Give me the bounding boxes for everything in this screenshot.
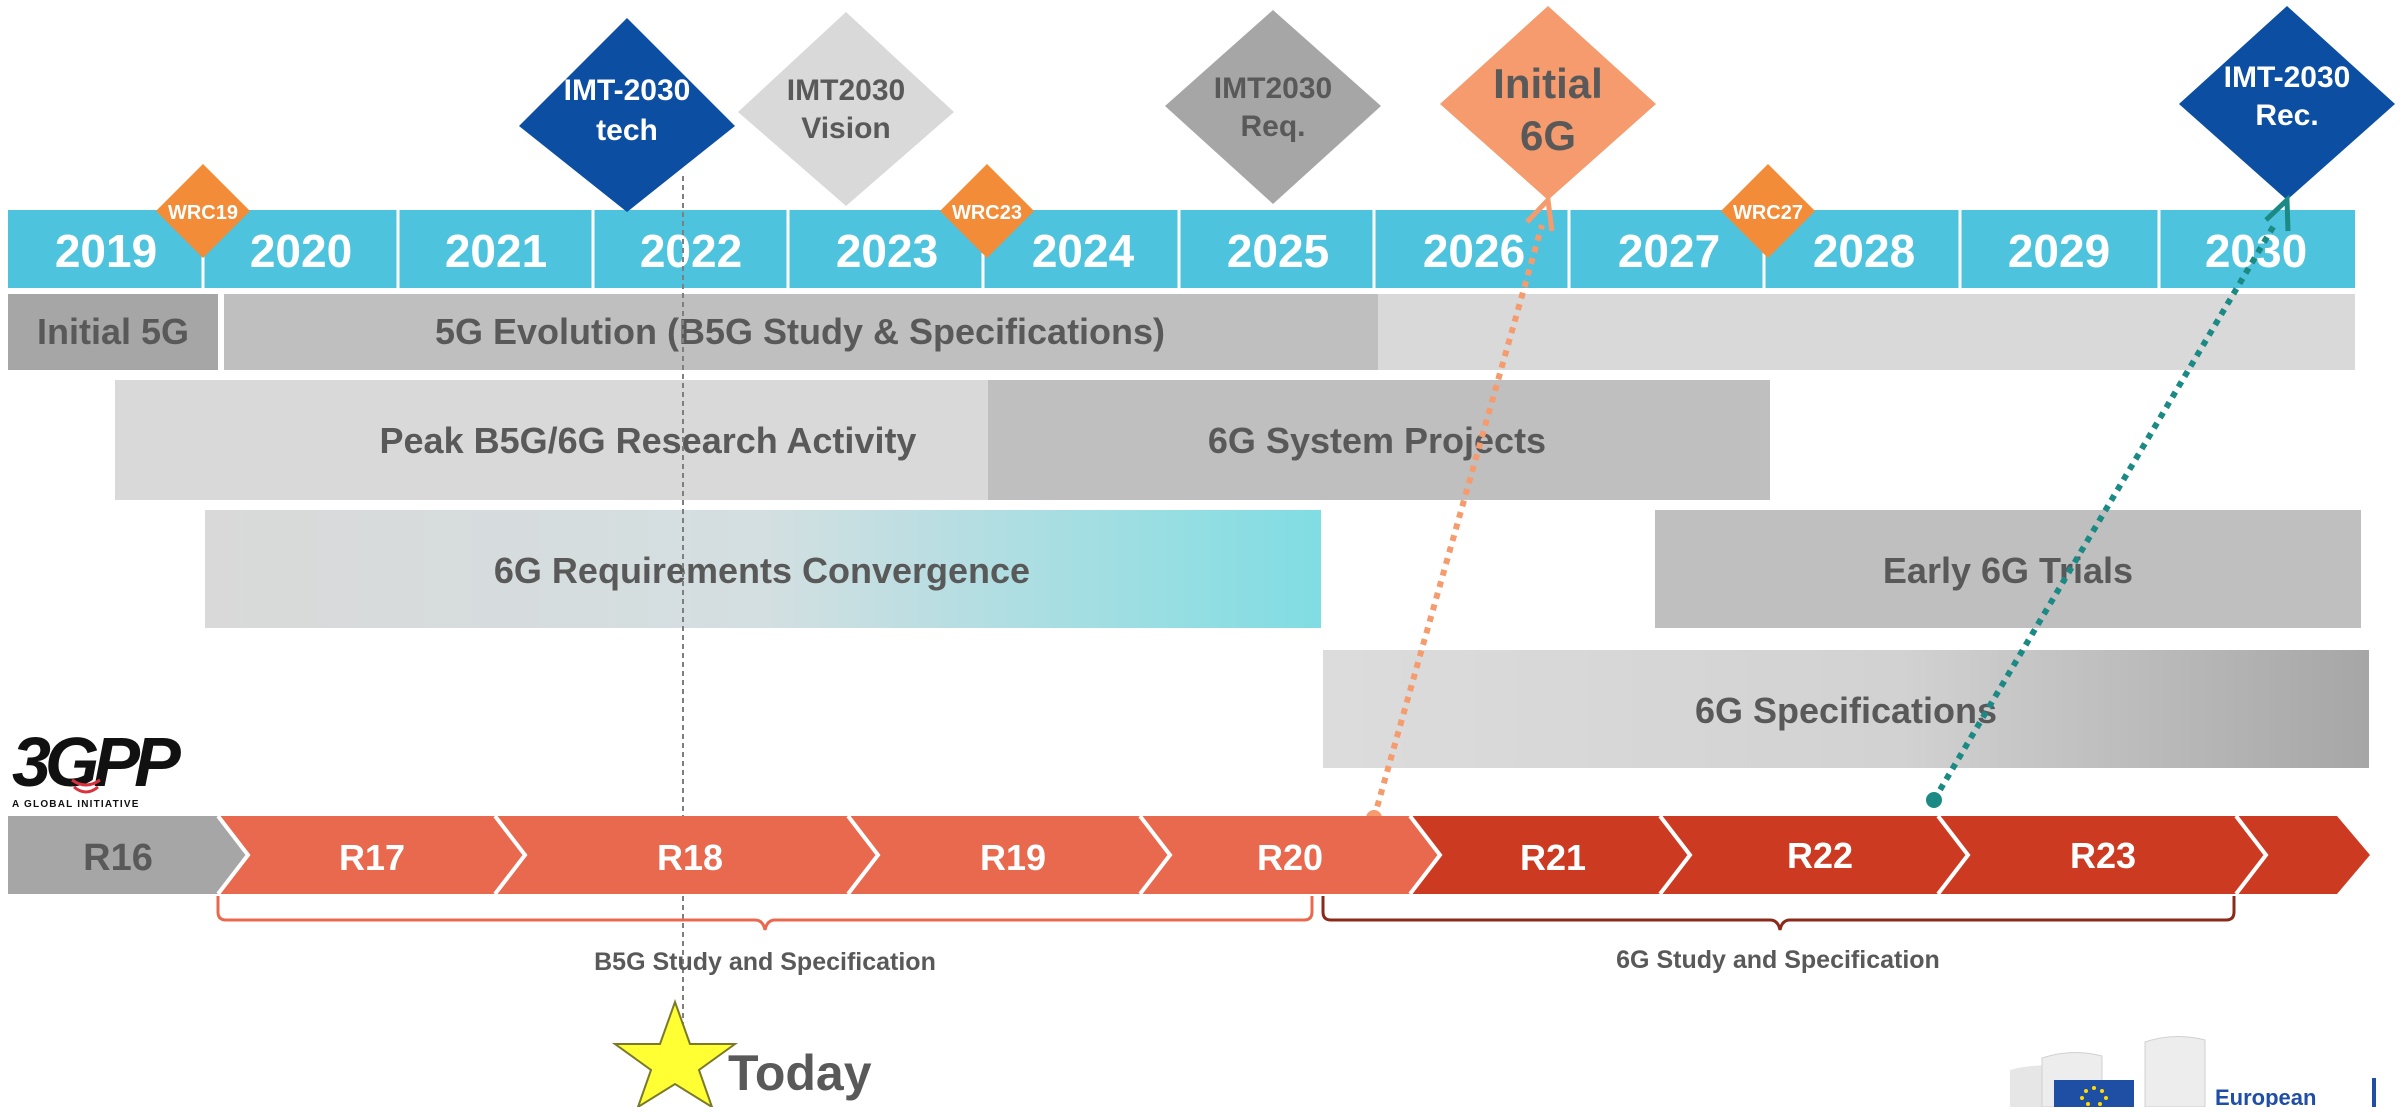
eu-logo: European xyxy=(2010,1036,2376,1110)
today-marker: Today xyxy=(611,999,872,1110)
bar-row-5g: Initial 5G 5G Evolution (B5G Study & Spe… xyxy=(8,294,2355,370)
year-band: 2019 2020 2021 2022 2023 2024 2025 2026 … xyxy=(8,210,2355,288)
release-chevrons: R16 R17 R18 R19 R20 R21 R22 R23 xyxy=(8,814,2370,896)
3gpp-logo-tagline: A GLOBAL INITIATIVE xyxy=(12,799,140,810)
svg-text:IMT-2030: IMT-2030 xyxy=(2224,61,2351,94)
brace-6g: 6G Study and Specification xyxy=(1321,896,2236,974)
release-r22 xyxy=(1660,816,1968,894)
svg-text:WRC23: WRC23 xyxy=(952,202,1022,224)
bar-6g-requirements xyxy=(205,510,1321,628)
bar-peak-research xyxy=(115,380,988,500)
svg-text:6G: 6G xyxy=(1520,112,1576,159)
year-label: 2027 xyxy=(1618,225,1720,277)
release-label: R22 xyxy=(1787,835,1853,876)
svg-text:5G Evolution (B5G Study & Spec: 5G Evolution (B5G Study & Specifications… xyxy=(435,311,1165,352)
milestone-initial-6g: Initial 6G xyxy=(1440,6,1656,200)
svg-text:Initial 5G: Initial 5G xyxy=(37,311,189,352)
3gpp-logo-mark: 3GPP xyxy=(12,723,181,801)
release-r17 xyxy=(218,816,525,894)
year-label: 2024 xyxy=(1032,225,1135,277)
release-label: R19 xyxy=(980,837,1046,878)
wrc-marker: WRC27 xyxy=(1721,164,1815,258)
release-r19 xyxy=(848,816,1170,894)
year-band-background xyxy=(8,210,2355,288)
svg-text:WRC19: WRC19 xyxy=(168,202,238,224)
release-r23 xyxy=(1938,816,2266,894)
svg-text:Early 6G Trials: Early 6G Trials xyxy=(1883,550,2133,591)
svg-text:6G System Projects: 6G System Projects xyxy=(1208,420,1546,461)
milestone-imt-vision: IMT2030 Vision xyxy=(738,12,954,206)
release-continuation xyxy=(2236,816,2370,894)
release-r18 xyxy=(495,816,878,894)
release-r20 xyxy=(1140,816,1440,894)
milestone-imt-rec: IMT-2030 Rec. xyxy=(2179,6,2395,200)
milestone-imt-tech: IMT-2030 tech xyxy=(519,18,735,212)
svg-text:IMT2030: IMT2030 xyxy=(787,74,905,107)
svg-text:Initial: Initial xyxy=(1493,60,1603,107)
3gpp-logo: 3GPP A GLOBAL INITIATIVE xyxy=(12,723,187,810)
brace-b5g: B5G Study and Specification xyxy=(216,896,1314,976)
year-label: 2023 xyxy=(836,225,938,277)
bar-row-requirements: 6G Requirements Convergence Early 6G Tri… xyxy=(205,510,2361,628)
wrc-marker: WRC19 xyxy=(156,164,250,258)
release-r16 xyxy=(8,816,248,894)
year-label: 2028 xyxy=(1813,225,1915,277)
bar-5g-evolution xyxy=(224,294,1378,370)
bar-6g-specifications xyxy=(1323,650,2369,768)
milestone-imt-req: IMT2030 Req. xyxy=(1165,10,1381,204)
release-label: R20 xyxy=(1257,837,1323,878)
wrc-marker: WRC23 xyxy=(940,164,1034,258)
eu-logo-text: European xyxy=(2215,1085,2316,1107)
bar-row-research: Peak B5G/6G Research Activity 6G System … xyxy=(115,380,1770,500)
eu-flag-icon xyxy=(2054,1080,2134,1107)
release-label: R17 xyxy=(339,837,405,878)
bar-5g-evolution-tail xyxy=(1378,294,2355,370)
year-label: 2025 xyxy=(1227,225,1329,277)
bar-row-specifications: 6G Specifications xyxy=(1323,650,2369,768)
star-icon xyxy=(611,999,739,1110)
today-label: Today xyxy=(728,1045,872,1101)
year-label: 2019 xyxy=(55,225,157,277)
release-label: R23 xyxy=(2070,835,2136,876)
release-r21 xyxy=(1410,816,1690,894)
svg-text:IMT2030: IMT2030 xyxy=(1214,72,1332,105)
svg-text:tech: tech xyxy=(596,114,658,147)
release-label: R16 xyxy=(83,837,153,879)
year-label: 2021 xyxy=(445,225,547,277)
svg-text:WRC27: WRC27 xyxy=(1733,202,1803,224)
bar-initial-5g xyxy=(8,294,218,370)
svg-text:Peak B5G/6G Research Activity: Peak B5G/6G Research Activity xyxy=(380,420,917,461)
year-label: 2029 xyxy=(2008,225,2110,277)
year-label: 2026 xyxy=(1423,225,1525,277)
bar-6g-system-projects xyxy=(988,380,1770,500)
brace-6g-label: 6G Study and Specification xyxy=(1616,946,1940,974)
release-label: R21 xyxy=(1520,837,1586,878)
year-label: 2020 xyxy=(250,225,352,277)
svg-text:6G Requirements Convergence: 6G Requirements Convergence xyxy=(494,550,1030,591)
svg-text:Req.: Req. xyxy=(1240,110,1305,143)
imt-rec-connector xyxy=(1926,194,2291,808)
svg-text:Rec.: Rec. xyxy=(2255,99,2318,132)
bar-early-6g-trials xyxy=(1655,510,2361,628)
release-label: R18 xyxy=(657,837,723,878)
svg-text:IMT-2030: IMT-2030 xyxy=(564,74,691,107)
svg-text:Vision: Vision xyxy=(801,112,890,145)
brace-b5g-label: B5G Study and Specification xyxy=(594,948,936,976)
svg-text:6G Specifications: 6G Specifications xyxy=(1695,690,1997,731)
year-label: 2022 xyxy=(640,225,742,277)
